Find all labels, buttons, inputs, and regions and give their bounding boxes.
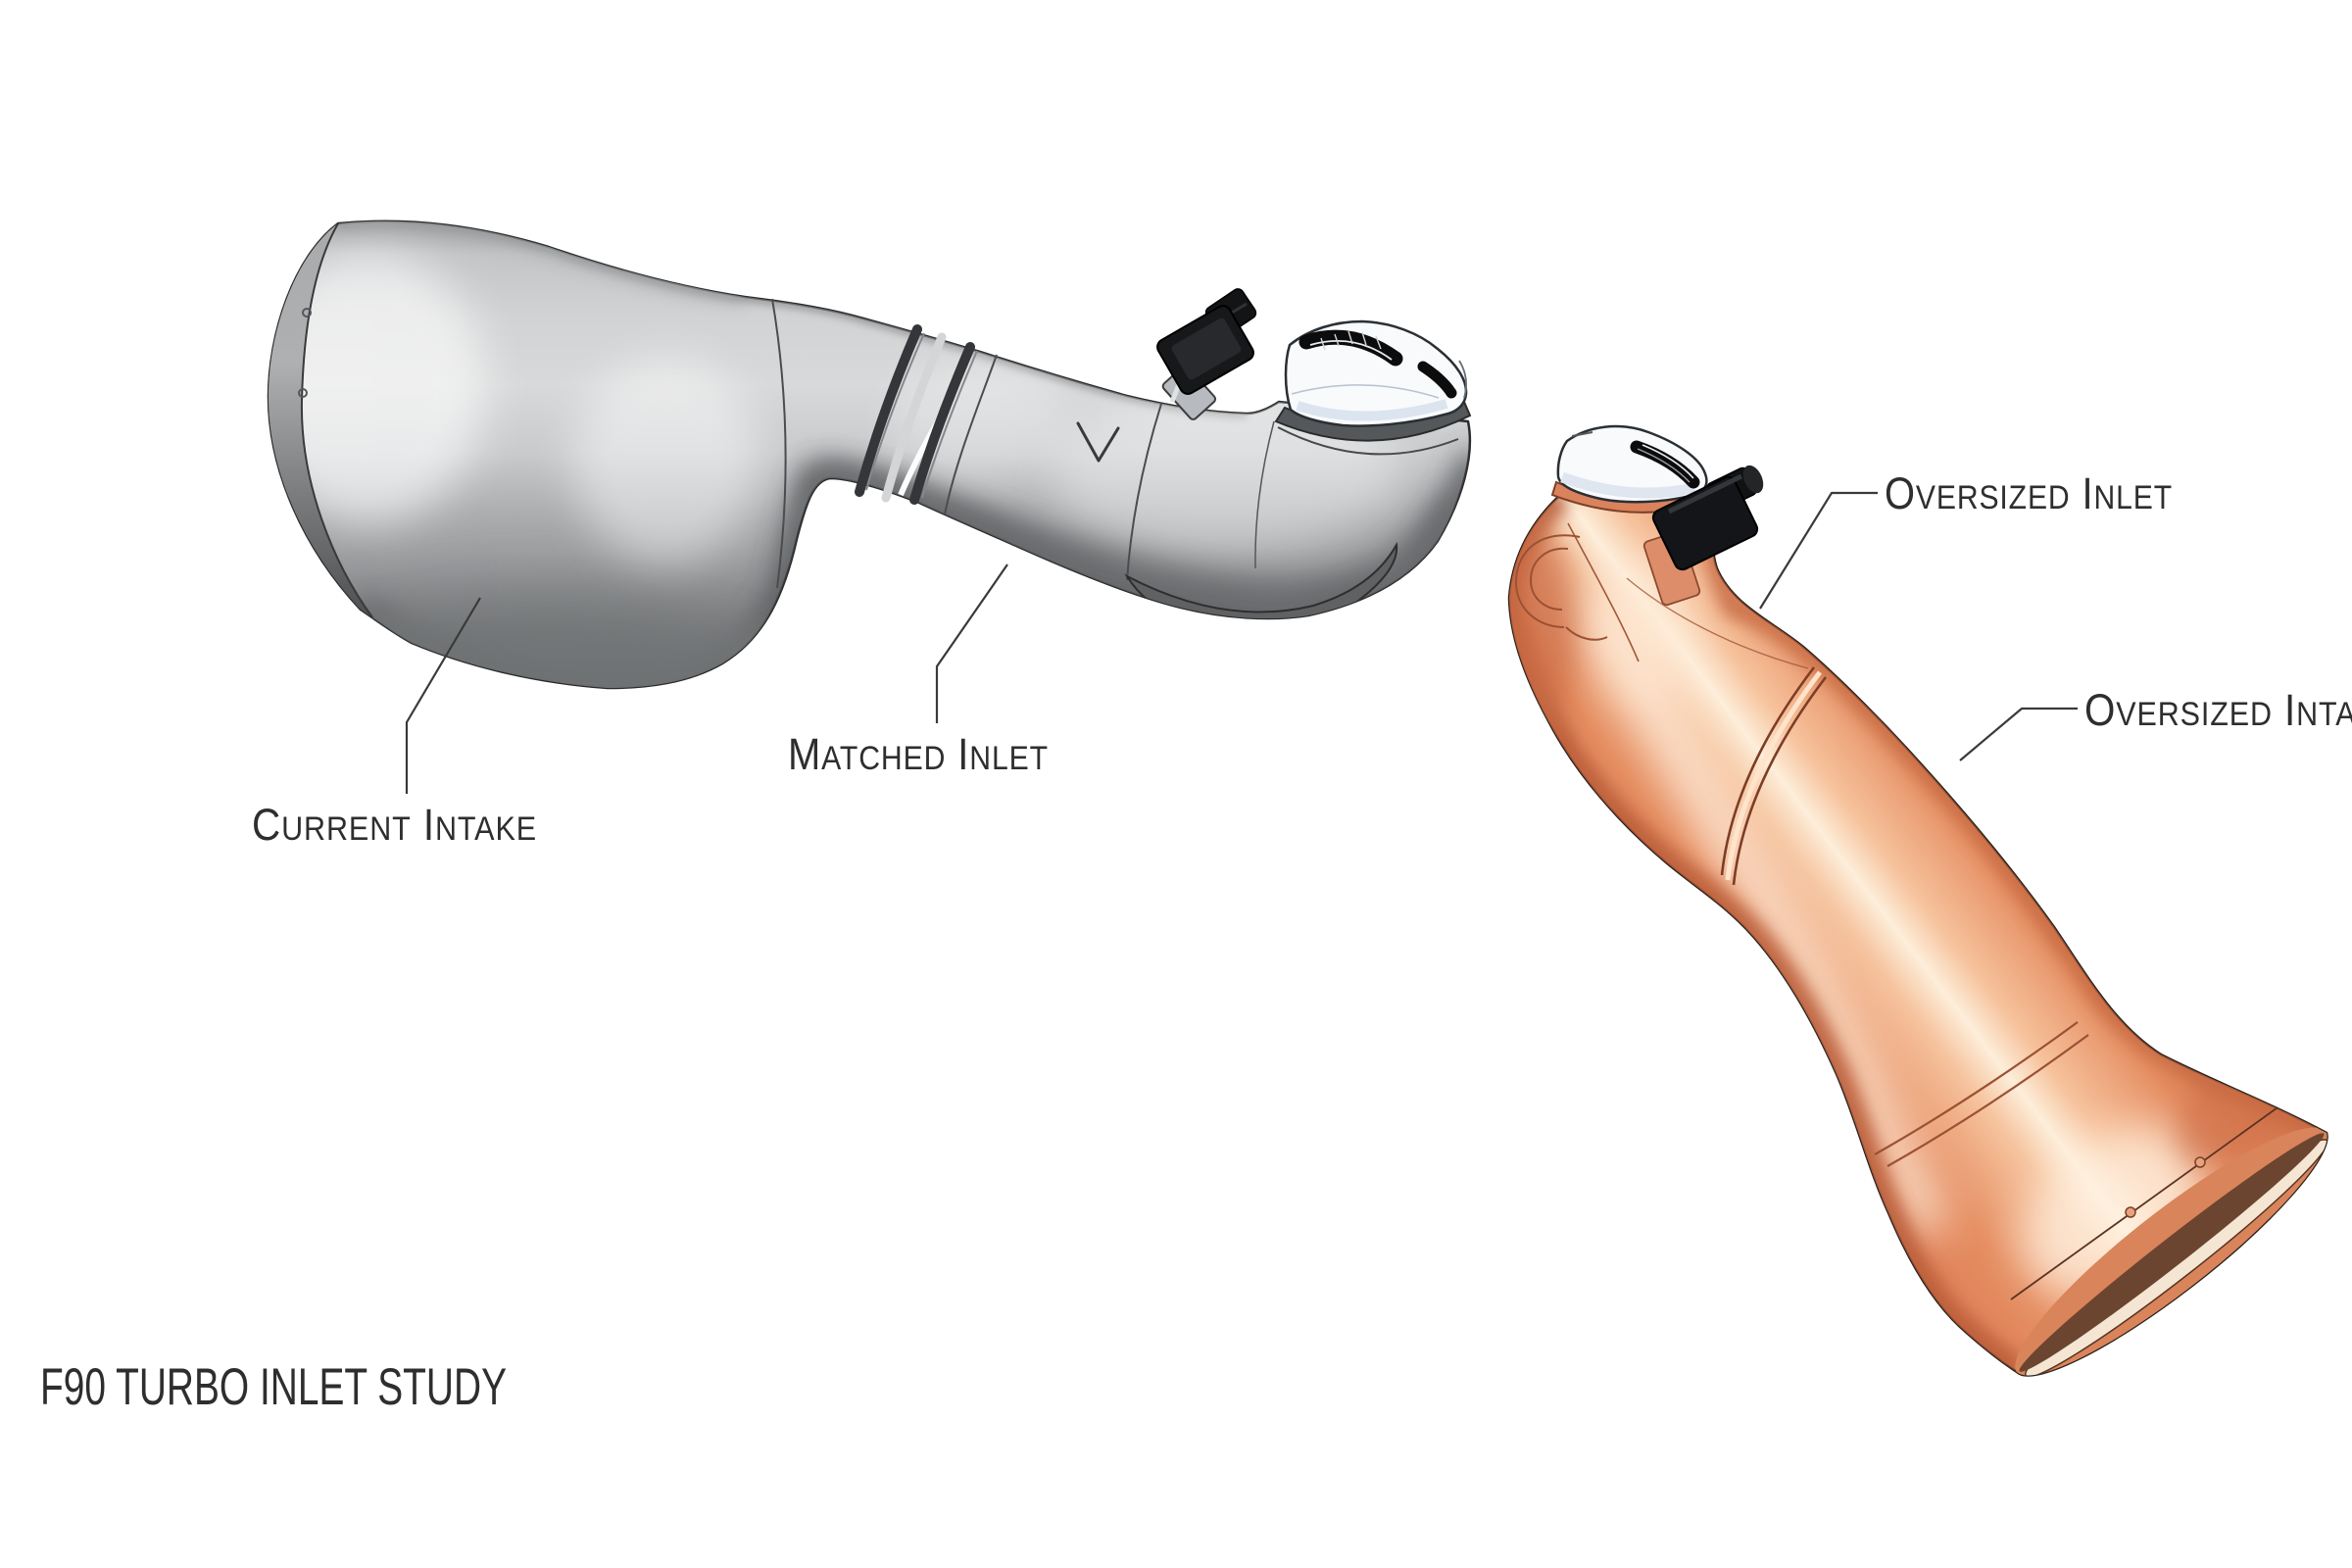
svg-text:F90 TURBO INLET STUDY: F90 TURBO INLET STUDY: [40, 1358, 507, 1416]
